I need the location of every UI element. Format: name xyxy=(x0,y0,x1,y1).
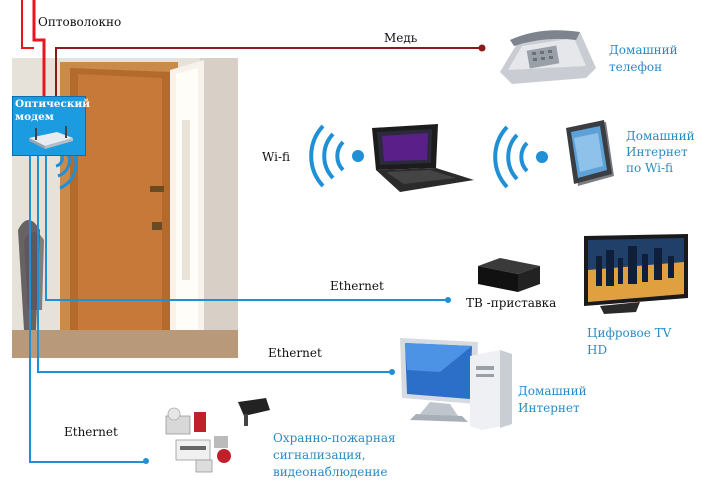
home-internet-wifi-label: Домашний Интернет по Wi-fi xyxy=(626,129,695,175)
ethernet-alarm-dot xyxy=(143,458,149,464)
copper-label: Медь xyxy=(384,31,418,45)
wifi-label: Wi-fi xyxy=(262,150,291,164)
laptop-wifi-icon xyxy=(309,124,364,188)
digital-tv-label: Цифровое TV HD xyxy=(587,326,672,357)
tv-box-icon xyxy=(478,258,540,292)
ethernet-line-alarm xyxy=(29,154,144,463)
fiber-line-2 xyxy=(21,0,34,49)
ethernet-tv-label: Ethernet xyxy=(330,279,384,293)
modem-label-line-1: Оптический xyxy=(15,98,91,110)
laptop-icon xyxy=(372,124,474,192)
fiber-label: Оптоволокно xyxy=(38,15,122,29)
phone-icon xyxy=(500,30,596,84)
router-icon xyxy=(29,126,73,149)
copper-line xyxy=(55,47,480,98)
ethernet-pc-label: Ethernet xyxy=(268,346,322,360)
ethernet-line-pc xyxy=(37,154,390,373)
tablet-wifi-icon xyxy=(493,125,548,189)
tv-icon xyxy=(584,234,688,314)
optical-modem-box: Оптический модем xyxy=(12,96,90,156)
security-devices-icon xyxy=(165,398,270,473)
computer-icon xyxy=(400,338,512,430)
modem-label-line-2: модем xyxy=(15,111,54,123)
ethernet-line-tv xyxy=(45,154,446,301)
modem-wifi-icon xyxy=(55,153,78,190)
modem-label: Оптический модем xyxy=(15,98,90,124)
tablet-icon xyxy=(566,120,614,186)
ethernet-alarm-label: Ethernet xyxy=(64,425,118,439)
security-label: Охранно-пожарная сигнализация, видеонабл… xyxy=(273,431,396,479)
ethernet-tv-dot xyxy=(445,297,451,303)
fiber-line xyxy=(32,0,46,98)
copper-end-dot xyxy=(478,44,486,52)
home-phone-label: Домашний телефон xyxy=(609,43,678,74)
home-internet-label: Домашний Интернет xyxy=(518,384,587,415)
tv-box-label: ТВ -приставка xyxy=(466,296,557,310)
ethernet-pc-dot xyxy=(389,369,395,375)
